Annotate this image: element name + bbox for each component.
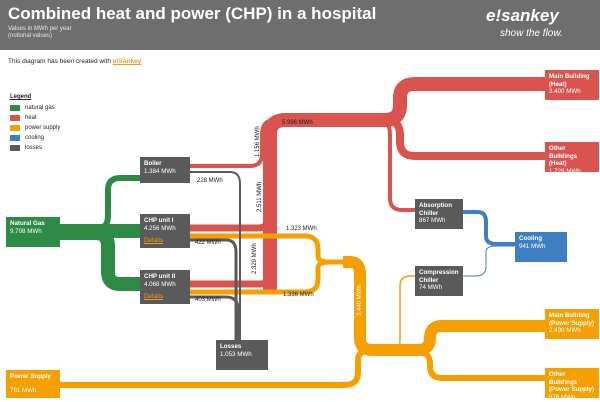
- flow-boiler-loss: [190, 171, 241, 340]
- flow-chp2-loss: [190, 295, 240, 340]
- node-absorption-chiller[interactable]: Absorption Chiller 867 MWh: [415, 199, 463, 229]
- created-with-note: This diagram has been created with e!San…: [8, 58, 142, 65]
- flow-label-chp1-loss: 422 MWh: [195, 240, 221, 246]
- esankey-tagline: show the flow.: [500, 28, 563, 39]
- node-compression-chiller[interactable]: Compression Chiller 74 MWh: [415, 266, 463, 296]
- legend-item-cooling: cooling: [10, 133, 60, 143]
- flow-power-main: [388, 320, 545, 356]
- flow-power-other: [388, 349, 545, 381]
- node-losses[interactable]: Losses 1.053 MWh: [216, 340, 268, 370]
- flow-label-chp1-heat: 2.511 MWh: [257, 181, 263, 212]
- chp2-details-link[interactable]: Details: [144, 293, 163, 300]
- flow-heat-trunk: [263, 113, 330, 290]
- node-other-buildings-power[interactable]: Other Buildings (Power Supply) 976 MWh: [545, 368, 599, 401]
- node-cooling[interactable]: Cooling 941 MWh: [515, 232, 567, 262]
- legend: Legend natural gas heat power supply coo…: [10, 94, 60, 153]
- flow-label-chp1-power: 1.323 MWh: [286, 226, 317, 232]
- node-boiler[interactable]: Boiler 1.384 MWh: [140, 157, 190, 183]
- flow-gas-chp2: [60, 226, 140, 291]
- flow-label-boiler-heat: 1.156 MWh: [255, 126, 261, 157]
- flow-label-chp2-loss: 403 MWh: [195, 297, 221, 303]
- node-main-building-power[interactable]: Main Building (Power Supply) 2.400 MWh: [545, 309, 599, 339]
- flow-grid-power: [60, 347, 373, 388]
- flow-chp1-heat: [190, 200, 272, 232]
- legend-title: Legend: [10, 94, 32, 100]
- flow-gas-boiler: [60, 175, 140, 232]
- flow-power-compression: [385, 275, 415, 351]
- flow-chp2-heat: [190, 250, 276, 288]
- flow-boiler-heat: [190, 118, 277, 168]
- flow-label-chp2-heat: 2.329 MWh: [252, 243, 258, 274]
- flow-heat-main: [320, 77, 545, 127]
- flow-chp1-loss: [190, 238, 238, 340]
- flow-absorption-cooling: [463, 210, 515, 246]
- chp1-details-link[interactable]: Details: [144, 237, 163, 244]
- node-main-building-heat[interactable]: Main Building (Heat) 3.400 MWh: [545, 70, 599, 100]
- node-natural-gas[interactable]: Natural Gas 9.708 MWh: [6, 217, 60, 247]
- legend-item-heat: heat: [10, 113, 60, 123]
- flow-heat-absorption: [330, 118, 415, 212]
- flow-label-chp2-power: 1.336 MWh: [283, 292, 314, 298]
- flow-label-boiler-loss: 228 MWh: [197, 178, 223, 184]
- node-power-supply[interactable]: Power Supply 781 MWh: [6, 370, 60, 398]
- flow-power-trunk: [343, 256, 390, 356]
- flow-compression-cooling: [463, 245, 515, 277]
- node-chp-unit-2[interactable]: CHP unit II 4.068 MWh Details: [140, 270, 190, 304]
- node-other-buildings-heat[interactable]: Other Buildings (Heat) 1.729 MWh: [545, 142, 599, 175]
- node-chp-unit-1[interactable]: CHP unit I 4.256 MWh Details: [140, 214, 190, 248]
- legend-item-losses: losses: [10, 143, 60, 153]
- diagram-title: Combined heat and power (CHP) in a hospi…: [8, 4, 377, 23]
- esankey-link[interactable]: e!Sankey: [112, 58, 142, 65]
- esankey-logo: e!sankey: [486, 6, 559, 25]
- header-bar: Combined heat and power (CHP) in a hospi…: [0, 0, 600, 50]
- diagram-subtitle: Values in MWh per year (notional values): [8, 26, 72, 39]
- flow-label-heat-total: 5.996 MWh: [282, 120, 313, 126]
- legend-item-power-supply: power supply: [10, 123, 60, 133]
- flow-chp2-power: [190, 259, 345, 295]
- legend-item-natural-gas: natural gas: [10, 103, 60, 113]
- flow-label-power-total: 3.440 MWh: [357, 285, 363, 316]
- flow-heat-other: [320, 116, 545, 160]
